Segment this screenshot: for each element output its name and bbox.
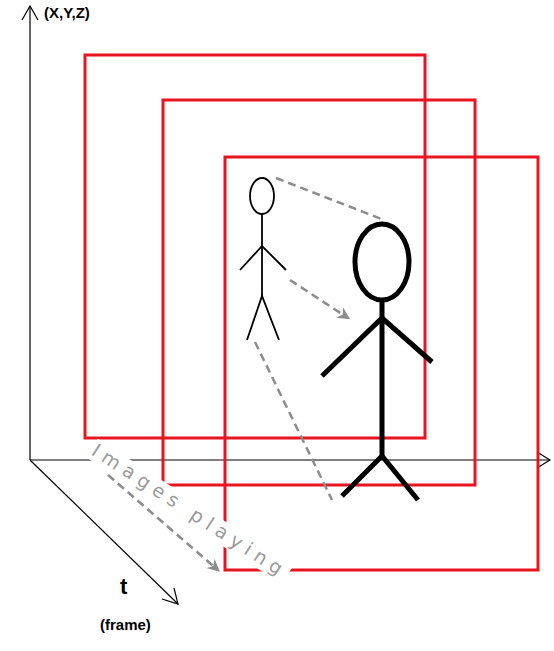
body	[261, 214, 263, 296]
axis-arrowhead	[162, 588, 178, 604]
correspondence-arrow	[290, 280, 348, 318]
head	[250, 178, 274, 214]
frame	[85, 55, 425, 438]
axis-arrowhead	[22, 6, 38, 20]
legs	[342, 456, 418, 500]
frame	[225, 157, 538, 570]
small-stick-figure	[240, 178, 286, 340]
head	[355, 224, 409, 300]
correspondence-line	[276, 178, 384, 220]
arms	[322, 318, 432, 376]
legs	[247, 296, 279, 340]
y-axis	[29, 6, 30, 460]
axis-label: (frame)	[100, 616, 151, 633]
large-stick-figure	[322, 224, 432, 500]
body	[380, 300, 385, 456]
arms	[240, 246, 286, 270]
correspondence-line	[255, 342, 332, 500]
axis-label: (X,Y,Z)	[44, 4, 90, 21]
axis-label: t	[120, 574, 127, 599]
